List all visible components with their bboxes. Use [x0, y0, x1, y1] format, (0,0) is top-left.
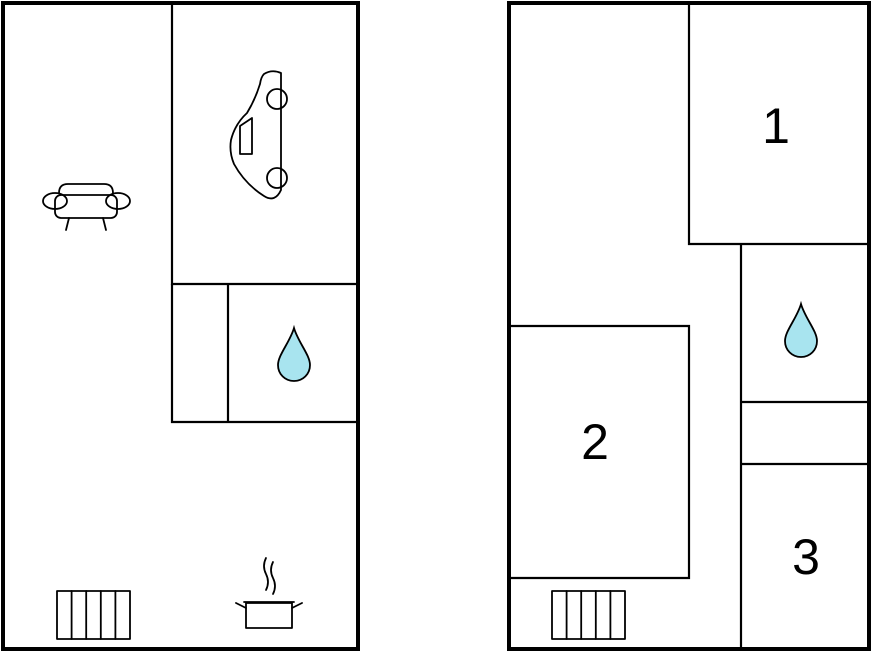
ground-floor-bathroom-walls: [170, 284, 357, 424]
radiator-icon: [56, 590, 131, 640]
upper-floor-plan: 1 2 3: [507, 1, 871, 651]
car-icon: [229, 70, 288, 200]
cooking-pot-icon: [235, 557, 303, 629]
room-2-number: 2: [581, 414, 609, 470]
upper-floor-room-2-walls: [509, 324, 691, 580]
water-drop-icon: [277, 324, 311, 382]
sofa-icon: [42, 183, 131, 231]
radiator-icon: [551, 590, 626, 640]
ground-floor-garage-walls: [170, 3, 357, 286]
room-1-number: 1: [762, 98, 790, 154]
ground-floor-plan: [1, 1, 360, 651]
room-3-number: 3: [792, 529, 820, 585]
upper-floor-bathroom-walls: [741, 400, 869, 466]
water-drop-icon: [784, 300, 818, 358]
ground-floor-outer-wall: [1, 1, 360, 651]
upper-floor-room-1-walls: [687, 3, 869, 246]
